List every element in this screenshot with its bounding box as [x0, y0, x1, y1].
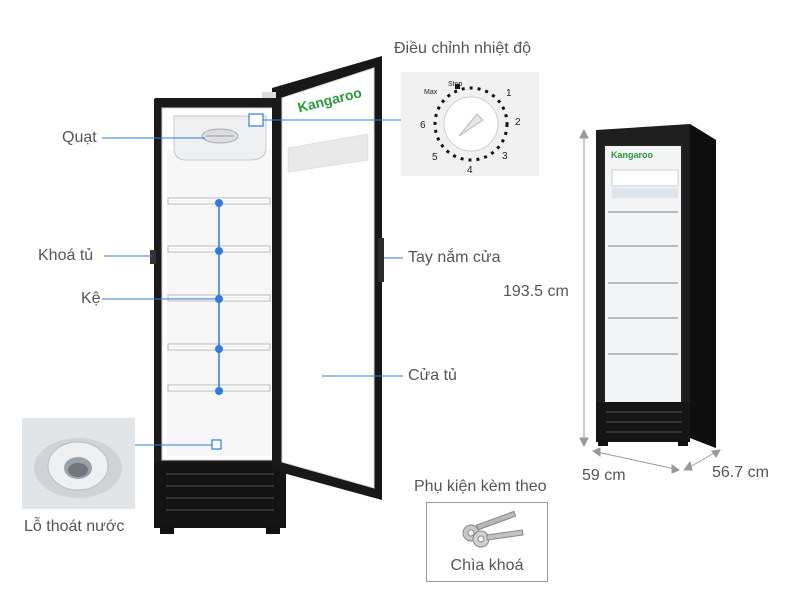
dial-icon [433, 84, 509, 162]
shelf-label: Kệ [81, 290, 101, 307]
thermostat-label: Điều chỉnh nhiệt độ [394, 40, 531, 57]
key-accessory-box: Chìa khoá [426, 502, 548, 582]
drain-hole-inset [22, 418, 135, 509]
dial-max: Max [424, 89, 438, 96]
dial-num-1: 1 [506, 88, 512, 99]
dial-num-4: 4 [467, 165, 473, 176]
key-icon [462, 510, 524, 548]
key-label: Chìa khoá [450, 557, 524, 574]
fan-label: Quạt [62, 129, 97, 146]
thermostat-dial-inset: Stop Max 1 2 3 4 5 6 [401, 72, 539, 176]
small-fridge-brand-text: Kangaroo [611, 150, 654, 160]
handle-label: Tay nắm cửa [408, 249, 501, 266]
depth-dimension: 56.7 cm [712, 464, 769, 481]
dial-num-5: 5 [432, 152, 438, 163]
width-dimension: 59 cm [582, 467, 626, 484]
fridge-small [596, 124, 716, 448]
open-door [262, 56, 384, 500]
lock-label: Khoá tủ [38, 247, 94, 264]
drain-label: Lỗ thoát nước [24, 518, 125, 535]
fridge-body [150, 98, 286, 534]
accessory-label: Phụ kiện kèm theo [414, 478, 547, 495]
door-label: Cửa tủ [408, 367, 457, 384]
dimension-lines [579, 128, 721, 474]
dial-num-6: 6 [420, 120, 426, 131]
shelf-pointer [215, 199, 223, 395]
leader-lines [102, 119, 403, 446]
height-dimension: 193.5 cm [503, 283, 569, 300]
drain-hole-icon [22, 418, 135, 509]
dial-num-3: 3 [502, 151, 508, 162]
dial-num-2: 2 [515, 117, 521, 128]
dial-stop: Stop [448, 81, 463, 88]
